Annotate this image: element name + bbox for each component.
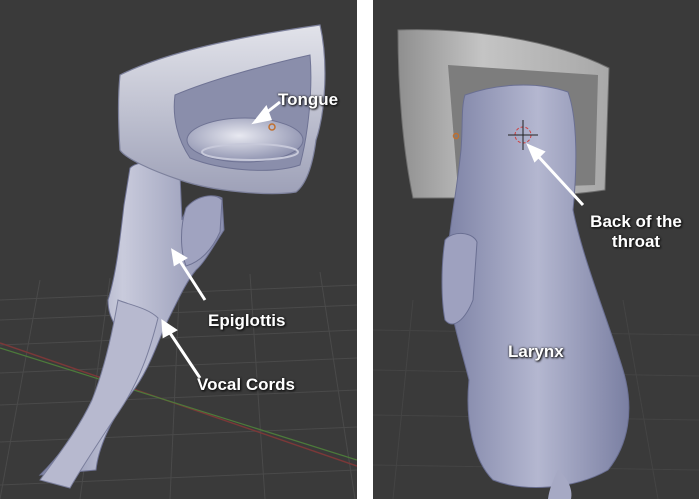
y-axis-line xyxy=(0,348,357,460)
tongue-label: Tongue xyxy=(278,90,338,110)
panel-divider xyxy=(357,0,373,499)
back-of-throat-line1: Back of the xyxy=(576,212,696,232)
right-3d-viewport[interactable]: Back of the throat Larynx xyxy=(373,0,699,499)
epiglottis-flap xyxy=(182,196,223,266)
larynx-label: Larynx xyxy=(508,342,564,362)
left-3d-viewport[interactable]: Tongue Epiglottis Vocal Cords xyxy=(0,0,357,499)
back-of-throat-label: Back of the throat xyxy=(576,212,696,252)
vocal-cords-label: Vocal Cords xyxy=(197,375,295,395)
back-of-throat-line2: throat xyxy=(576,232,696,252)
left-viewport-canvas xyxy=(0,0,357,499)
epiglottis-label: Epiglottis xyxy=(208,311,285,331)
